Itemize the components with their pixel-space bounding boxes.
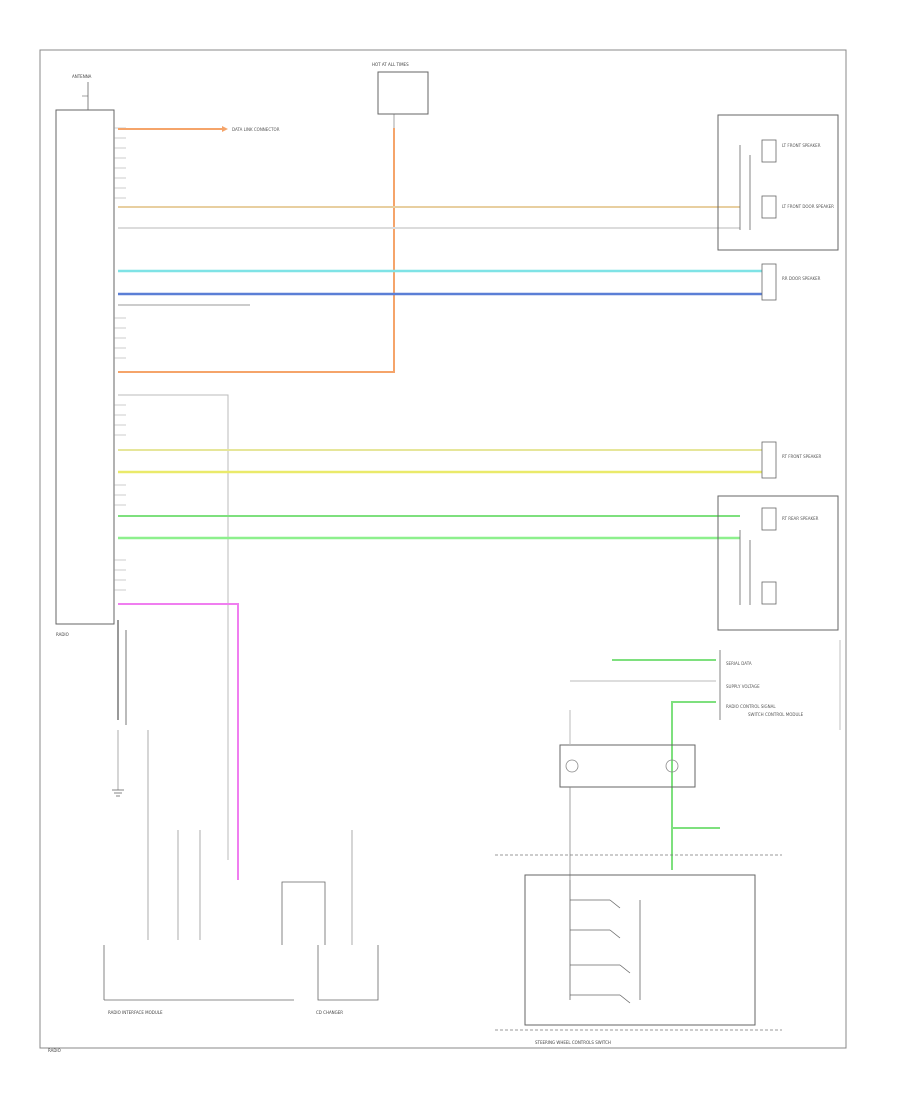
- connector-left-icon: [565, 759, 579, 773]
- antenna-label: ANTENNA: [72, 74, 92, 79]
- speaker-rt-rear-icon: [739, 507, 777, 605]
- steering-switch-label: STEERING WHEEL CONTROLS SWITCH: [535, 1040, 611, 1045]
- switch-contacts: [569, 880, 641, 1004]
- rt-rear-speakers-box: [717, 495, 839, 631]
- swc-connector: SERIAL DATA SUPPLY VOLTAGE RADIO CONTROL…: [719, 640, 841, 730]
- wire-green-swc-down: [671, 701, 716, 870]
- antenna-icon: ANTENNA: [72, 74, 92, 110]
- speaker-rear-icon: [761, 263, 777, 301]
- steering-signal2-label: SWITCH CONTROL MODULE: [748, 712, 804, 717]
- lt-front-speaker-label: LT FRONT SPEAKER: [782, 143, 821, 148]
- fuse-block: HOT AT ALL TIMES: [372, 62, 429, 128]
- power-dist-label: DATA LINK CONNECTOR: [232, 127, 280, 132]
- clockspring-module: [559, 744, 696, 788]
- supply-voltage-label: SUPPLY VOLTAGE: [726, 684, 760, 689]
- radio-module: [55, 109, 115, 625]
- wire-gray-down: [118, 394, 229, 860]
- rt-front-speaker-label: RT FRONT SPEAKER: [782, 454, 822, 459]
- speaker-lt-front-icon: [739, 139, 777, 230]
- connector-right-icon: [665, 759, 679, 773]
- radio-label: RADIO: [56, 632, 69, 637]
- diagram-frame: [39, 49, 847, 1049]
- ground-icon: [112, 789, 124, 797]
- wire-violet: [118, 603, 239, 880]
- rt-rear-speaker-label: RT REAR SPEAKER: [782, 516, 819, 521]
- wire-orange-supply: [118, 128, 395, 373]
- fuse-block-label: HOT AT ALL TIMES: [372, 62, 409, 67]
- serial-data-label: SERIAL DATA: [726, 661, 752, 666]
- radio-pin-ticks: [114, 127, 126, 591]
- cd-changer-module: [281, 830, 379, 1001]
- arrow-right-icon: [222, 126, 228, 132]
- radio-interface-label: RADIO INTERFACE MODULE: [108, 1010, 163, 1015]
- steering-signal-label: RADIO CONTROL SIGNAL: [726, 704, 776, 709]
- footer-label: RADIO: [48, 1048, 61, 1053]
- radio-interface-module: [103, 620, 294, 1001]
- lt-front-door-speaker-label: LT FRONT DOOR SPEAKER: [782, 204, 834, 209]
- rear-speaker-label: RR DOOR SPEAKER: [782, 276, 821, 281]
- steering-switch-box: [524, 874, 756, 1026]
- lt-front-speakers-box: [717, 114, 839, 251]
- cd-changer-label: CD CHANGER: [316, 1010, 343, 1015]
- speaker-rt-front-icon: [761, 441, 777, 479]
